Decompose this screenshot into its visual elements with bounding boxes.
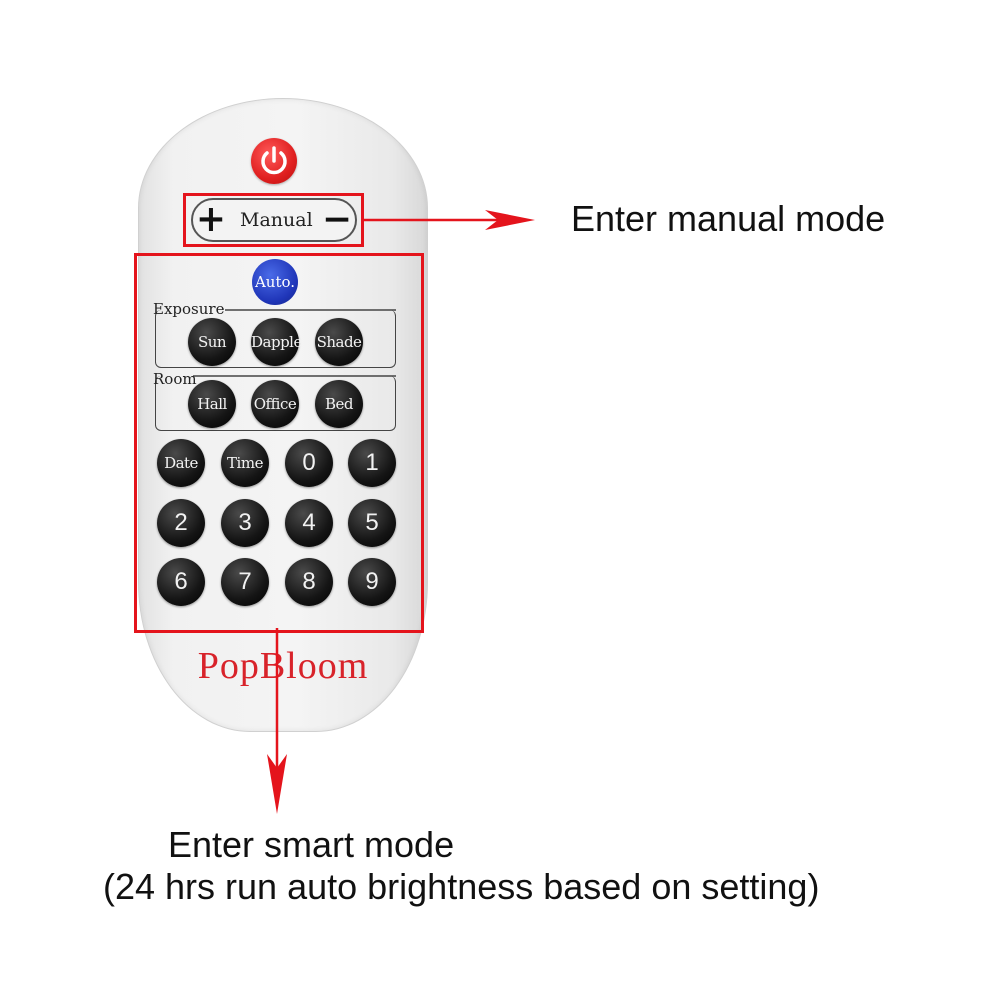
time-button[interactable]: Time [221,439,269,487]
key-6-button[interactable]: 6 [157,558,205,606]
manual-highlight-box [183,193,364,247]
key-7-button[interactable]: 7 [221,558,269,606]
exposure-sun-button[interactable]: Sun [188,318,236,366]
key-8-button[interactable]: 8 [285,558,333,606]
exposure-shade-button[interactable]: Shade [315,318,363,366]
key-2-button[interactable]: 2 [157,499,205,547]
room-group-frame [155,376,396,431]
exposure-frame-top [225,309,396,311]
exposure-group-label: Exposure [153,300,225,318]
room-group-label: Room [153,370,197,388]
smart-highlight-box [134,253,424,633]
manual-mode-caption: Enter manual mode [571,198,886,239]
room-hall-button[interactable]: Hall [188,380,236,428]
manual-label: Manual [240,209,313,231]
key-5-button[interactable]: 5 [348,499,396,547]
power-button[interactable] [251,138,297,184]
key-0-button[interactable]: 0 [285,439,333,487]
brand-logo-text: PopBloom [197,645,369,687]
arrow-down-icon [267,628,287,814]
key-9-button[interactable]: 9 [348,558,396,606]
manual-plus-button[interactable]: + [195,198,227,240]
room-frame-top [193,375,396,377]
date-button[interactable]: Date [157,439,205,487]
key-1-button[interactable]: 1 [348,439,396,487]
exposure-dapple-button[interactable]: Dapple [251,318,302,366]
exposure-group-frame [155,310,396,368]
key-3-button[interactable]: 3 [221,499,269,547]
key-4-button[interactable]: 4 [285,499,333,547]
auto-button[interactable]: Auto. [252,259,298,305]
power-icon [261,146,287,175]
arrow-right-icon [364,210,535,230]
smart-mode-description: (24 hrs run auto brightness based on set… [103,866,820,907]
room-office-button[interactable]: Office [251,380,299,428]
manual-minus-button[interactable]: − [321,198,353,240]
manual-control-strip [191,198,357,242]
smart-mode-caption: Enter smart mode [168,824,455,865]
room-bed-button[interactable]: Bed [315,380,363,428]
